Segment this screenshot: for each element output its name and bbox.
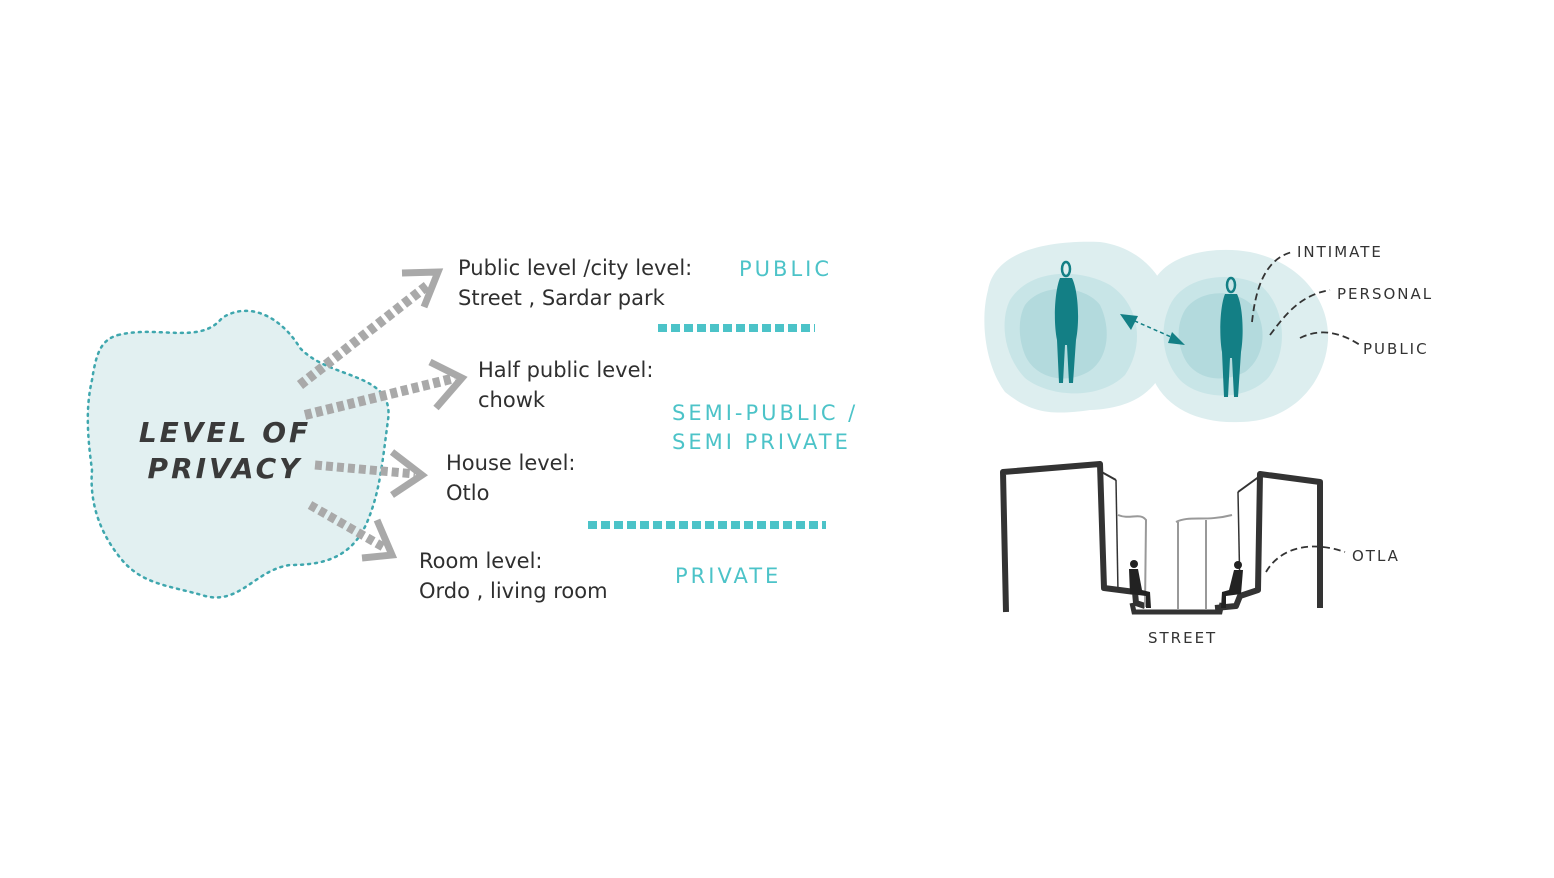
category-semi-line2: SEMI PRIVATE: [672, 430, 851, 454]
seated-person-left: [1129, 560, 1151, 608]
level-house: House level: Otlo: [446, 448, 576, 508]
title-line-1: LEVEL OF: [138, 416, 312, 449]
level-half-public: Half public level: chowk: [478, 355, 653, 415]
level-room: Room level: Ordo , living room: [419, 546, 608, 606]
building-right: [1214, 471, 1323, 611]
category-private: PRIVATE: [675, 564, 782, 588]
arrow-public-head: [401, 268, 444, 309]
arrow-house-head: [389, 449, 429, 498]
gaze-arrow-end: [1168, 332, 1185, 345]
arrow-house: [314, 460, 416, 479]
level-public-line1: Public level /city level:: [458, 256, 693, 280]
proxemic-bubbles: [984, 241, 1329, 423]
title-line-2: PRIVACY: [147, 452, 303, 485]
gaze-arrow-start: [1120, 314, 1138, 330]
level-half-public-line2: chowk: [478, 388, 546, 412]
label-street: STREET: [1148, 629, 1218, 647]
level-house-line2: Otlo: [446, 481, 490, 505]
arrow-room: [307, 501, 388, 552]
otla-leader: [1265, 545, 1346, 573]
arrow-public: [296, 281, 432, 389]
category-public: PUBLIC: [739, 257, 832, 281]
label-otla: OTLA: [1352, 547, 1400, 565]
label-intimate: INTIMATE: [1297, 243, 1383, 261]
level-public: Public level /city level: Street , Sarda…: [458, 253, 692, 313]
seated-person-right: [1221, 561, 1243, 608]
level-room-line2: Ordo , living room: [419, 579, 608, 603]
arrow-half-public: [303, 373, 457, 420]
level-of-privacy-title: LEVEL OF PRIVACY: [135, 415, 315, 487]
category-semi-line1: SEMI-PUBLIC /: [672, 401, 859, 425]
arrow-room-head: [361, 518, 398, 562]
proxemic-leaders: [1251, 251, 1361, 346]
privacy-blob: [86, 309, 390, 599]
street-section: [1000, 461, 1346, 615]
label-proxemic-public: PUBLIC: [1363, 340, 1429, 358]
street-ground: [1129, 602, 1225, 615]
arrow-half-public-head: [428, 358, 468, 411]
level-house-line1: House level:: [446, 451, 576, 475]
label-personal: PERSONAL: [1337, 285, 1434, 303]
building-left: [1000, 461, 1146, 613]
level-room-line1: Room level:: [419, 549, 543, 573]
level-half-public-line1: Half public level:: [478, 358, 654, 382]
figure-right: [1220, 276, 1243, 397]
level-public-line2: Street , Sardar park: [458, 286, 665, 310]
gaze-line: [1127, 317, 1179, 341]
figure-left: [1054, 260, 1079, 383]
arrows-group: [296, 268, 468, 562]
